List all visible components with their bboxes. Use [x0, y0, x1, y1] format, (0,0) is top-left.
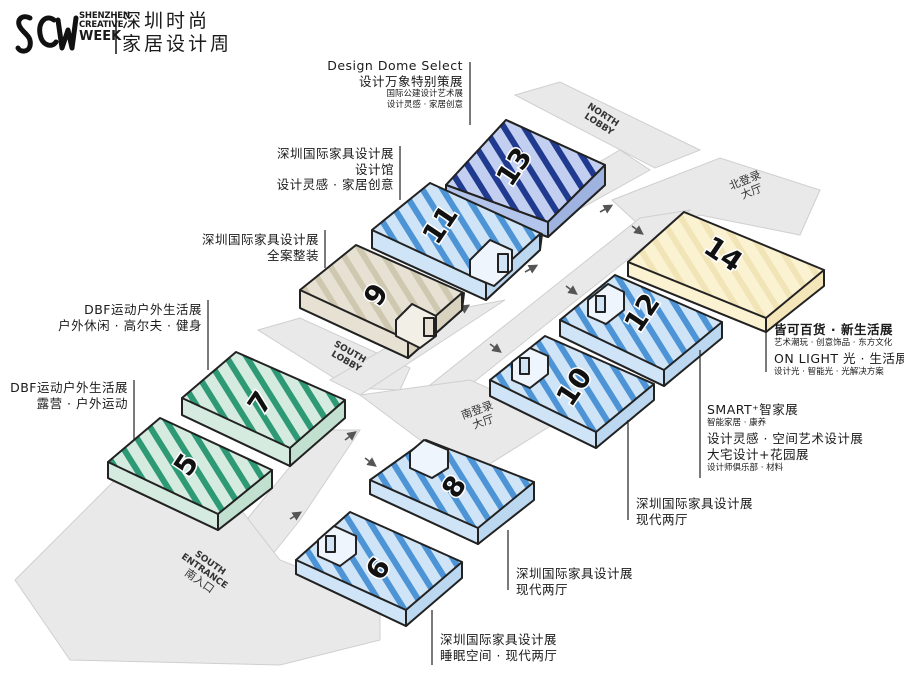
hall-11[interactable]	[371, 182, 543, 301]
hall-5[interactable]	[107, 417, 273, 531]
hall-8[interactable]	[369, 439, 535, 545]
hall-6-label: 深圳国际家具设计展 睡眠空间 · 现代两厅	[440, 632, 558, 663]
hall-7-label: DBF运动户外生活展 户外休闲 · 高尔夫 · 健身	[58, 302, 202, 333]
hall-12-label: SMART⁺智家展 智能家居 · 康养 设计灵感 · 空间艺术设计展 大宅设计+…	[707, 402, 864, 473]
hall-13-label: Design Dome Select 设计万象特别策展 国际公建设计艺术展 设计…	[327, 58, 463, 110]
hall-8-label: 深圳国际家具设计展 现代两厅	[516, 566, 634, 597]
logo-english: SHENZHEN CREATIVE WEEK	[79, 11, 130, 44]
logo-mark	[15, 14, 79, 54]
hall-6[interactable]	[295, 511, 463, 627]
hall-9-label: 深圳国际家具设计展 全案整装	[201, 232, 319, 263]
leader-lines	[133, 62, 767, 665]
hall-10[interactable]	[489, 335, 655, 449]
hall-14-label: 皆可百货 · 新生活展 艺术潮玩 · 创意饰品 · 东方文化 ON LIGHT …	[774, 322, 904, 377]
hall-7[interactable]	[181, 351, 346, 467]
hall-14[interactable]	[627, 211, 825, 333]
hall-5-label: DBF运动户外生活展 露营 · 户外运动	[10, 380, 128, 411]
hall-10-label: 深圳国际家具设计展 现代两厅	[636, 496, 754, 527]
hall-12[interactable]	[559, 274, 723, 387]
hall-11-label: 深圳国际家具设计展 设计馆 设计灵感 · 家居创意	[276, 146, 394, 193]
logo-chinese: 深圳时尚 家居设计周	[122, 10, 233, 55]
hall-9[interactable]	[299, 244, 465, 359]
